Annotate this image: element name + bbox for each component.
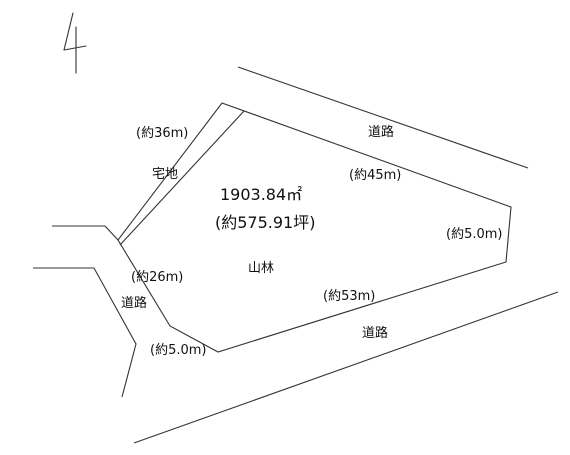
road-west-label: 道路	[121, 296, 148, 311]
land-use-label: 山林	[248, 261, 275, 276]
road-north-edge	[237, 66, 529, 169]
residential-corner	[104, 225, 119, 241]
dimension-residential-side: (約36m)	[136, 126, 189, 141]
north-arrow-stroke-horizontal	[63, 45, 87, 51]
parcel-area-tsubo: (約575.91坪)	[215, 213, 316, 232]
dimension-south-side: (約53m)	[323, 289, 376, 304]
residential-label: 宅地	[152, 167, 179, 182]
north-arrow	[63, 12, 87, 74]
dimension-east-side: (約5.0m)	[446, 227, 503, 242]
parcel-area: 1903.84㎡	[220, 185, 303, 204]
road-south-edge	[133, 291, 559, 444]
dimension-west-side: (約26m)	[131, 270, 184, 285]
road-south-label: 道路	[362, 326, 389, 341]
north-arrow-stroke-diagonal	[63, 12, 74, 51]
road-west-edge	[33, 267, 137, 398]
dimension-southwest-side: (約5.0m)	[150, 343, 207, 358]
dimension-north-side: (約45m)	[349, 168, 402, 183]
residential-boundary	[119, 110, 245, 246]
road-north-label: 道路	[368, 125, 395, 140]
